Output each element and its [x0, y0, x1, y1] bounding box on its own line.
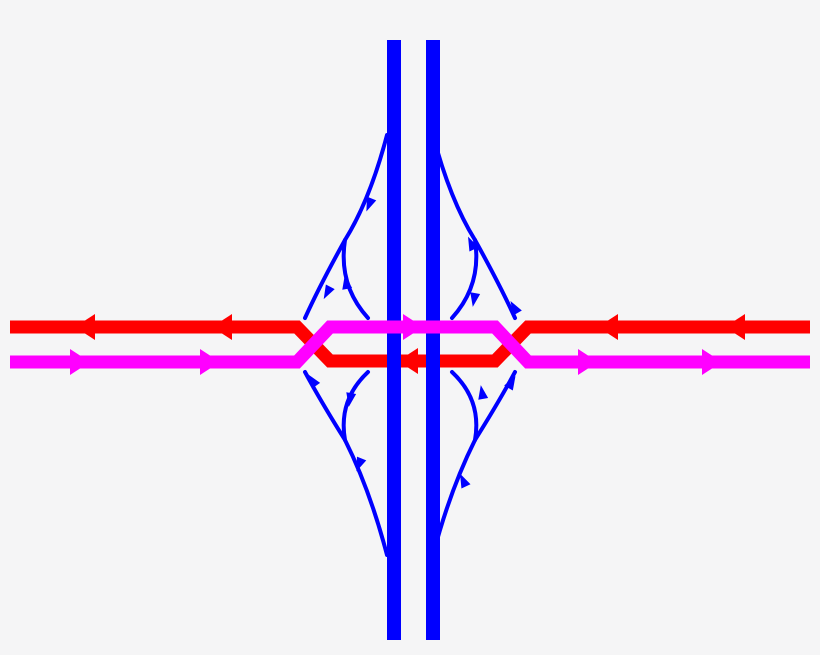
eastbound-crossroad: [10, 314, 810, 375]
ramp-arrow: [468, 236, 479, 252]
westbound-arrow: [75, 314, 95, 340]
ramp-arrow: [366, 196, 377, 212]
westbound-arrow: [598, 314, 618, 340]
sw-entrance-ramp: [303, 370, 389, 557]
mainline-southbound-carriageway: [387, 40, 401, 640]
ne-exit-ramp: [450, 238, 479, 320]
eastbound-arrow: [578, 349, 598, 375]
mainline-northbound-carriageway: [426, 40, 440, 640]
eastbound-arrow: [702, 349, 722, 375]
ramp-arrow: [510, 300, 522, 316]
eastbound-arrow: [200, 349, 220, 375]
westbound-arrow: [398, 348, 418, 374]
ramp-arrow: [307, 374, 321, 389]
ramp-arrow: [478, 385, 489, 400]
ramp-arrow: [323, 284, 335, 300]
se-entrance-ramp: [450, 370, 479, 442]
westbound-arrow: [212, 314, 232, 340]
ramp-arrow: [460, 473, 471, 489]
ramp-arrow: [470, 292, 481, 307]
sw-exit-ramp: [341, 370, 370, 442]
ramp-arrow: [504, 375, 516, 391]
ramp-arrow: [356, 456, 367, 472]
ramp-arrows: [307, 196, 522, 489]
eastbound-arrow: [70, 349, 90, 375]
westbound-crossroad: [10, 314, 810, 374]
westbound-arrow: [725, 314, 745, 340]
mainline: [387, 40, 440, 640]
ramp-arrow: [346, 392, 357, 407]
eastbound-arrow: [403, 314, 423, 340]
ramp-arrow: [342, 275, 353, 290]
se-exit-ramp: [431, 370, 517, 557]
